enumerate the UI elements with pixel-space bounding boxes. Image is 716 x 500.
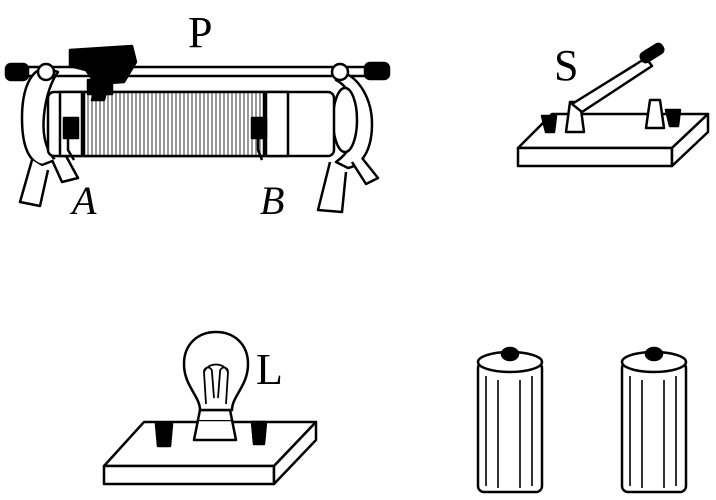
lamp	[102, 330, 318, 486]
label-l: L	[256, 345, 283, 394]
slider-p	[68, 44, 138, 102]
terminal-a	[62, 116, 80, 140]
lamp-socket	[192, 418, 238, 442]
right-bracket	[316, 62, 380, 214]
switch-blade	[570, 56, 654, 114]
label-b: B	[260, 178, 284, 223]
knife-switch	[516, 42, 710, 168]
battery-right-terminal	[644, 346, 664, 362]
switch-terminal-left	[540, 114, 558, 134]
battery-left	[476, 346, 544, 494]
lamp-bulb	[182, 330, 250, 412]
label-p: P	[188, 8, 212, 57]
switch-terminal-right	[664, 108, 682, 128]
switch-handle	[639, 42, 665, 64]
rheostat-coil	[82, 90, 266, 158]
label-a: A	[69, 178, 97, 223]
battery-right	[620, 346, 688, 494]
rod-end-left	[4, 62, 30, 82]
left-bracket	[18, 62, 80, 208]
rod-end-right	[363, 61, 391, 81]
rheostat	[4, 44, 391, 214]
lamp-terminal-left	[154, 422, 174, 448]
coil-windings	[87, 93, 261, 155]
battery-left-terminal	[500, 346, 520, 362]
label-s: S	[554, 41, 578, 90]
lamp-filament	[203, 363, 229, 405]
lamp-terminal-right	[250, 420, 268, 446]
